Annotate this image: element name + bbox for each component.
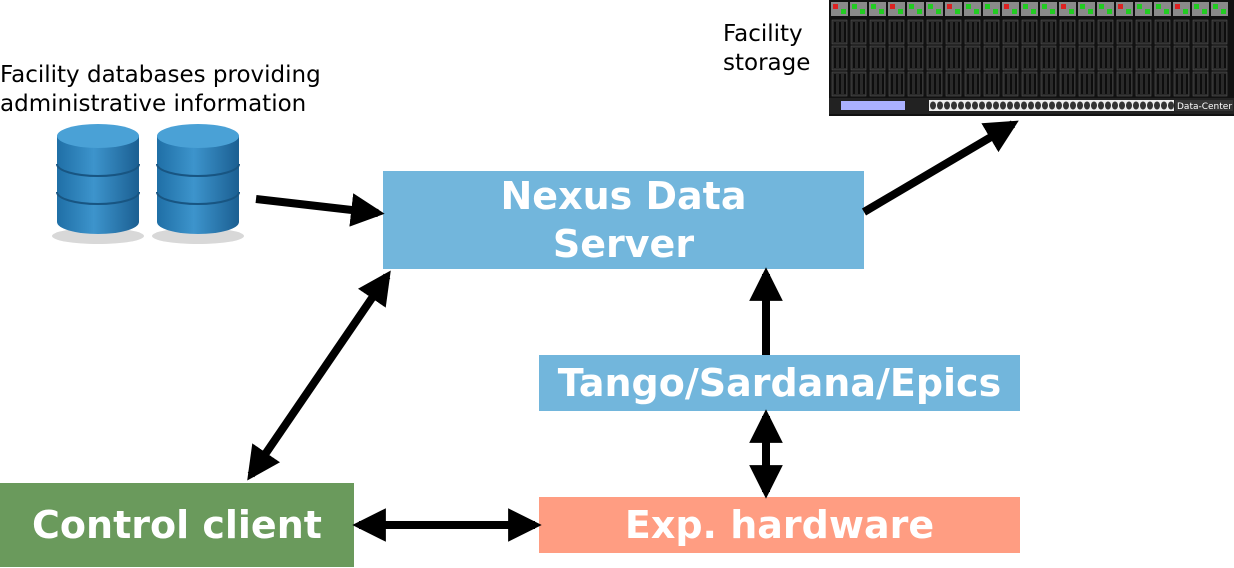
facility-databases-label: Facility databases providing administrat…: [0, 62, 321, 117]
rack-badge-text: Data-Center: [1177, 102, 1232, 112]
arrow-client-server: [247, 270, 391, 481]
arrow-databases-to-server: [255, 193, 385, 227]
database-icon: [152, 124, 244, 244]
server-rack-icon: Data-Center: [829, 0, 1234, 116]
tango-sardana-epics-box: Tango/Sardana/Epics: [539, 355, 1020, 411]
facility-storage-label: Facility storage: [723, 21, 811, 76]
control-client-box: Control client: [0, 483, 354, 567]
database-icon: [52, 124, 144, 244]
nexus-data-server-box: Nexus Data Server: [383, 171, 864, 269]
exp-hardware-box: Exp. hardware: [539, 497, 1020, 553]
arrow-server-to-storage: [861, 120, 1019, 216]
